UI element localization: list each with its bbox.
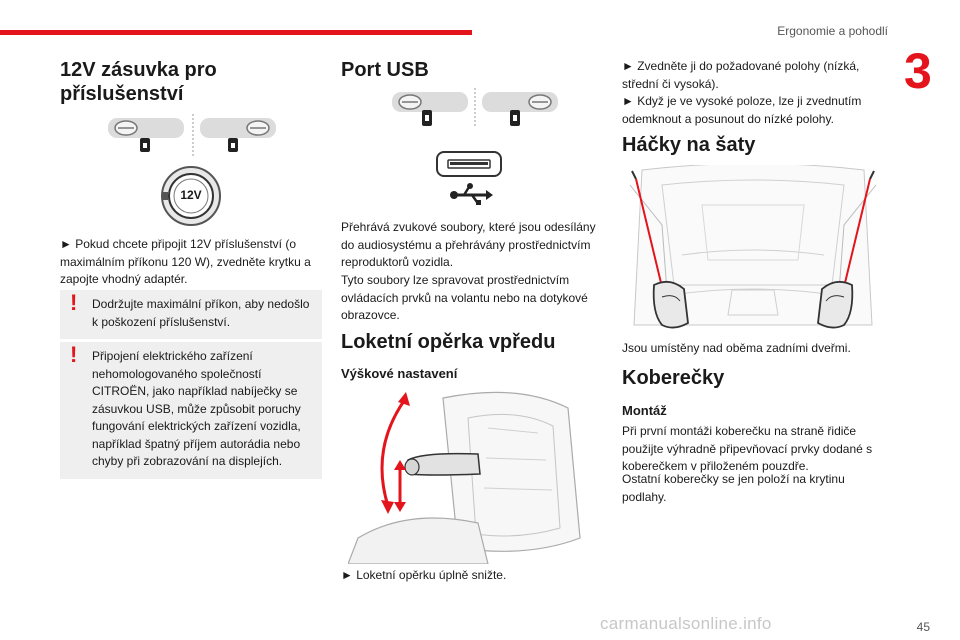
12v-instruction: ► Pokud chcete připojit 12V příslušenstv… <box>60 237 311 286</box>
heading-12v-socket: 12V zásuvka pro příslušenství <box>60 59 217 105</box>
coat-hooks-description: Jsou umístěny nad oběma zadními dveřmi. <box>622 341 851 355</box>
section-title: Ergonomie a pohodlí <box>777 24 888 38</box>
warning-max-power: ! Dodržujte maximální příkon, aby nedošl… <box>60 290 322 339</box>
warning-text: Dodržujte maximální příkon, aby nedošlo … <box>92 297 310 329</box>
heading-floor-mats: Koberečky <box>622 367 725 389</box>
armrest-lower-instruction: ► Loketní opěrku úplně snižte. <box>341 568 507 582</box>
usb-port-icon <box>436 151 502 205</box>
header-accent-bar <box>0 30 472 35</box>
subheading-height-adjust: Výškové nastavení <box>341 366 458 381</box>
armrest-illustration <box>348 391 581 564</box>
dashboard-location-illustration-12v <box>108 114 276 156</box>
page-number: 45 <box>916 620 930 634</box>
heading-coat-hooks: Háčky na šaty <box>622 134 756 156</box>
warning-icon: ! <box>70 290 78 315</box>
heading-usb-port: Port USB <box>341 59 429 81</box>
armrest-raise-instruction: ► Zvedněte ji do požadované polohy (nízk… <box>622 59 860 91</box>
usb-control-description: Tyto soubory lze spravovat prostřednictv… <box>341 273 588 322</box>
dashboard-location-illustration-usb <box>392 88 558 128</box>
12v-socket-icon <box>161 166 221 226</box>
armrest-unlock-instruction: ► Když je ve vysoké poloze, lze ji zvedn… <box>622 94 862 126</box>
chapter-number: 3 <box>904 43 932 99</box>
warning-icon: ! <box>70 342 78 367</box>
mats-other-instruction: Ostatní koberečky se jen položí na kryti… <box>622 472 845 504</box>
heading-front-armrest: Loketní opěrka vpředu <box>341 331 556 353</box>
socket-label: 12V <box>180 188 202 202</box>
coat-hooks-illustration <box>629 165 877 329</box>
usb-description: Přehrává zvukové soubory, které jsou ode… <box>341 220 596 269</box>
mats-mounting-instruction: Při první montáži koberečku na straně ři… <box>622 424 873 473</box>
warning-non-homologated: ! Připojení elektrického zařízení nehomo… <box>60 342 322 479</box>
watermark: carmanualsonline.info <box>600 614 772 633</box>
warning-text: Připojení elektrického zařízení nehomolo… <box>92 349 301 468</box>
subheading-mounting: Montáž <box>622 403 667 418</box>
